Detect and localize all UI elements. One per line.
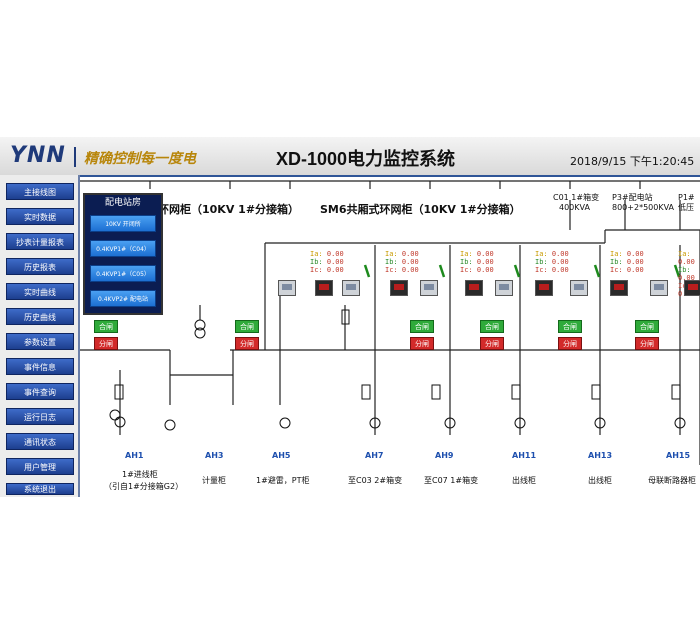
popup-title: 配电站房	[85, 195, 161, 211]
open-switch-button-ah7[interactable]: 分闸	[410, 337, 434, 350]
close-switch-button-ah11[interactable]: 合闸	[558, 320, 582, 333]
popup-item-04kv-p1-c04[interactable]: 0.4KVP1#（C04）	[90, 240, 156, 257]
protection-relay-meter	[342, 280, 360, 296]
system-datetime: 2018/9/15 下午1:20:45	[570, 155, 695, 168]
power-meter	[315, 280, 333, 296]
cabinet-desc-ah15: 母联断路器柜	[648, 476, 696, 485]
protection-relay-meter	[495, 280, 513, 296]
sidebar-item-meter-report[interactable]: 抄表计量报表	[6, 233, 74, 250]
popup-item-10kv-switchyard[interactable]: 10KV 开闭所	[90, 215, 156, 232]
open-switch-button-ah5[interactable]: 分闸	[235, 337, 259, 350]
sidebar-item-user-management[interactable]: 用户管理	[6, 458, 74, 475]
close-switch-button-ah13[interactable]: 合闸	[635, 320, 659, 333]
wiring-lines	[80, 180, 700, 465]
open-switch-button-ah9[interactable]: 分闸	[480, 337, 504, 350]
power-meter	[465, 280, 483, 296]
measurement-block-ah13: Ia: 0.00 Ib: 0.00 Ic: 0.00	[610, 250, 644, 274]
cabinet-label-ah11: AH11	[512, 451, 537, 460]
cabinet-label-ah13: AH13	[588, 451, 613, 460]
cabinet-desc-ah3: 计量柜	[202, 476, 226, 485]
measurement-block-ah5: Ia: 0.00 Ib: 0.00 Ic: 0.00	[310, 250, 344, 274]
cabinet-desc-ah7: 至C03 2#箱变	[348, 476, 403, 485]
cabinet-label-ah3: AH3	[205, 451, 224, 460]
open-switch-button-ah13[interactable]: 分闸	[635, 337, 659, 350]
close-switch-button-ah5[interactable]: 合闸	[235, 320, 259, 333]
close-switch-button-ah1[interactable]: 合闸	[94, 320, 118, 333]
section-label-right: SM6共厢式环网柜（10KV 1#分接箱）	[320, 203, 521, 216]
cabinet-label-ah15: AH15	[666, 451, 691, 460]
sidebar-nav: 主接线图 实时数据 抄表计量报表 历史报表 实时曲线 历史曲线 参数设置 事件信…	[0, 175, 80, 497]
protection-relay-meter	[570, 280, 588, 296]
cabinet-desc-ah9: 至C07 1#箱变	[424, 476, 479, 485]
sidebar-item-event-query[interactable]: 事件查询	[6, 383, 74, 400]
close-switch-button-ah7[interactable]: 合闸	[410, 320, 434, 333]
system-title: XD-1000电力监控系统	[276, 149, 456, 169]
measurement-block-ah11: Ia: 0.00 Ib: 0.00 Ic: 0.00	[535, 250, 569, 274]
power-meter	[390, 280, 408, 296]
cabinet-desc-ah5: 1#避雷，PT柜	[256, 476, 310, 485]
cabinet-label-ah9: AH9	[435, 451, 454, 460]
section-label-left: 环网柜（10KV 1#分接箱）	[158, 203, 300, 216]
sidebar-item-realtime-data[interactable]: 实时数据	[6, 208, 74, 225]
measurement-block-ah9: Ia: 0.00 Ib: 0.00 Ic: 0.00	[460, 250, 494, 274]
sidebar-item-event-info[interactable]: 事件信息	[6, 358, 74, 375]
open-switch-button-ah11[interactable]: 分闸	[558, 337, 582, 350]
substation-popup: 配电站房 10KV 开闭所 0.4KVP1#（C04） 0.4KVP1#（C05…	[83, 193, 163, 315]
popup-item-04kv-p1-c05[interactable]: 0.4KVP1#（C05）	[90, 265, 156, 282]
power-meter	[684, 280, 700, 296]
sidebar-item-run-log[interactable]: 运行日志	[6, 408, 74, 425]
sidebar-item-realtime-curve[interactable]: 实时曲线	[6, 283, 74, 300]
cabinet-label-ah1: AH1	[125, 451, 144, 460]
cabinet-sub-ah1: （引自1#分接箱G2）	[104, 482, 184, 491]
company-slogan: 精确控制每一度电	[84, 151, 196, 167]
sidebar-item-parameter-settings[interactable]: 参数设置	[6, 333, 74, 350]
logo-divider	[74, 147, 76, 167]
cabinet-label-ah7: AH7	[365, 451, 384, 460]
transformer-p1-label: P1#低压	[678, 193, 695, 212]
header-bar: YNN 精确控制每一度电 XD-1000电力监控系统 2018/9/15 下午1…	[0, 137, 700, 177]
single-line-diagram: 环网柜（10KV 1#分接箱） SM6共厢式环网柜（10KV 1#分接箱） C0…	[80, 175, 700, 497]
measurement-block-ah7: Ia: 0.00 Ib: 0.00 Ic: 0.00	[385, 250, 419, 274]
power-meter	[535, 280, 553, 296]
sidebar-item-comm-status[interactable]: 通讯状态	[6, 433, 74, 450]
open-switch-button-ah1[interactable]: 分闸	[94, 337, 118, 350]
cabinet-desc-ah1: 1#进线柜	[122, 470, 158, 479]
sidebar-item-system-exit[interactable]: 系统退出	[6, 483, 74, 495]
sidebar-item-main-diagram[interactable]: 主接线图	[6, 183, 74, 200]
company-logo: YNN	[10, 143, 66, 168]
cabinet-label-ah5: AH5	[272, 451, 291, 460]
cabinet-desc-ah13: 出线柜	[588, 476, 612, 485]
close-switch-button-ah9[interactable]: 合闸	[480, 320, 504, 333]
scada-window: YNN 精确控制每一度电 XD-1000电力监控系统 2018/9/15 下午1…	[0, 137, 700, 497]
protection-relay-meter	[650, 280, 668, 296]
protection-relay-meter	[420, 280, 438, 296]
popup-item-04kv-p2-substation[interactable]: 0.4KVP2# 配电站	[90, 290, 156, 307]
power-meter	[610, 280, 628, 296]
sidebar-item-history-report[interactable]: 历史报表	[6, 258, 74, 275]
cabinet-desc-ah11: 出线柜	[512, 476, 536, 485]
sidebar-item-history-curve[interactable]: 历史曲线	[6, 308, 74, 325]
protection-relay-meter	[278, 280, 296, 296]
